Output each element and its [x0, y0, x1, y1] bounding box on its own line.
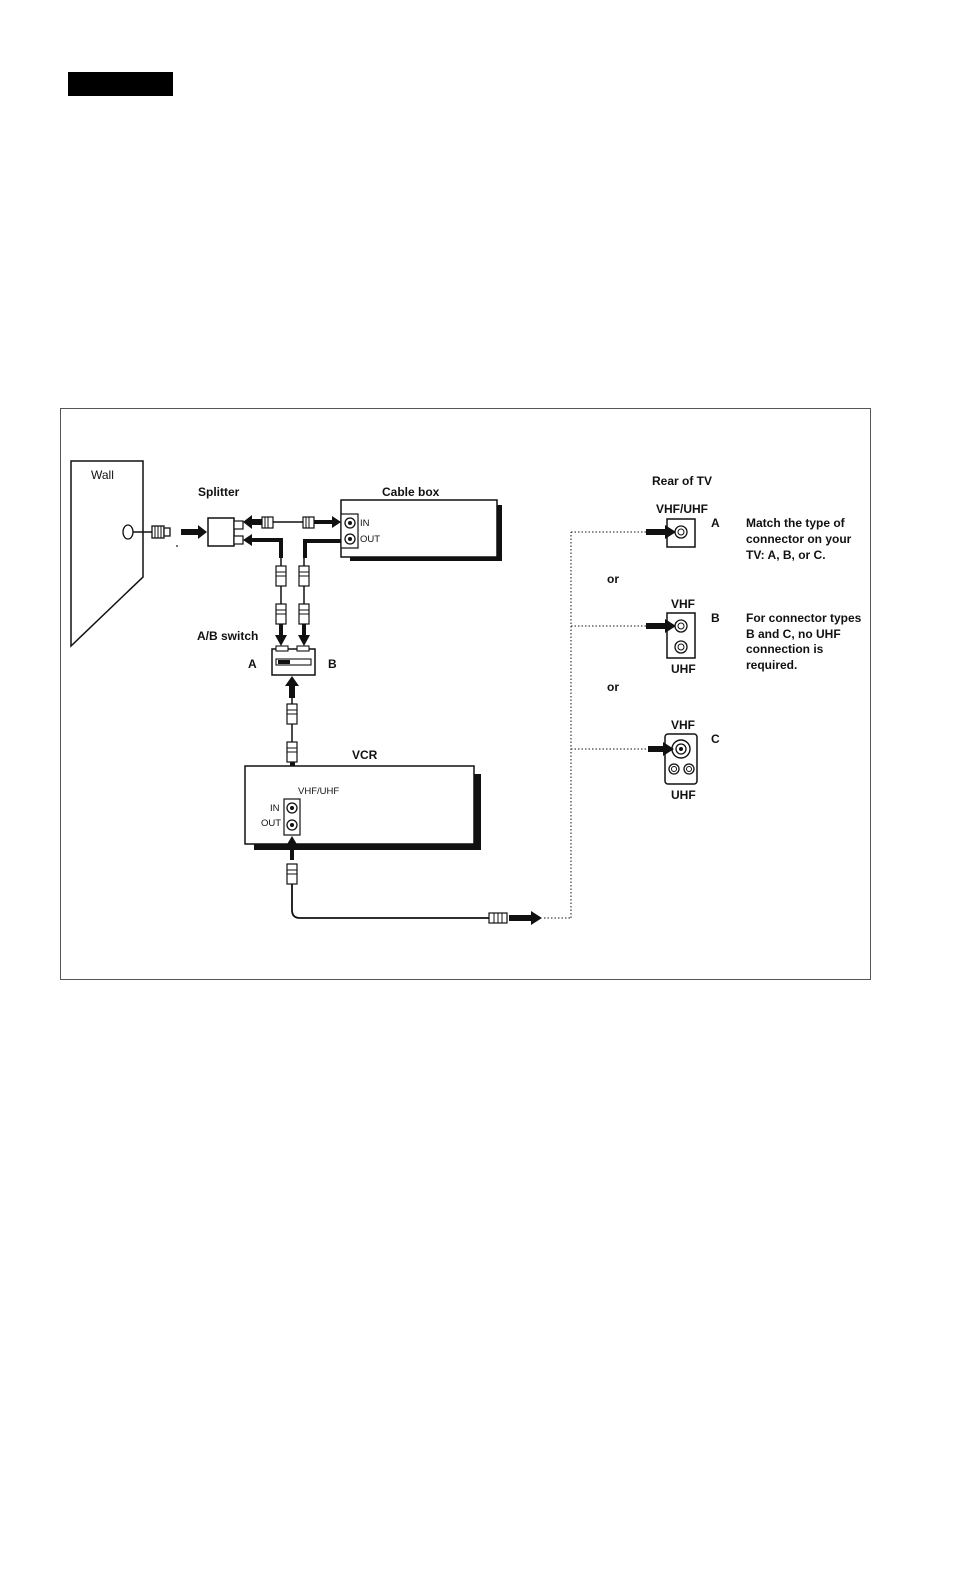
cable-box: Cable box IN OUT — [341, 485, 502, 561]
note-connector-types: For connector types B and C, no UHF conn… — [746, 611, 862, 672]
arrow-splitter-to-switch-a — [243, 534, 283, 558]
arrow-to-splitter — [181, 525, 207, 539]
arrow-into-splitter-top — [243, 515, 262, 529]
vcr-out-label: OUT — [261, 818, 281, 829]
vcr-in-label: IN — [270, 803, 280, 814]
note-match-type: Match the type of connector on your TV: … — [746, 516, 852, 562]
ab-switch-a-label: A — [248, 657, 257, 671]
vcr-vhfuhf-label: VHF/UHF — [298, 786, 339, 797]
figure-frame — [61, 409, 871, 980]
note-match-line-2: connector on your — [746, 532, 852, 546]
cable-box-in-label: IN — [360, 518, 370, 529]
tv-connector-b: VHF B UHF — [646, 597, 720, 676]
tv-connector-a: VHF/UHF A — [646, 502, 720, 547]
or-label-2: or — [607, 680, 619, 694]
cable-a — [275, 558, 287, 646]
ab-switch: A/B switch A B — [197, 629, 337, 675]
splitter: Splitter — [198, 485, 243, 546]
note-match-line-3: TV: A, B, or C. — [746, 548, 826, 562]
cable-vcr-to-tv — [287, 864, 542, 925]
note-types-line-1: For connector types — [746, 611, 862, 625]
splitter-label: Splitter — [198, 485, 240, 499]
vcr: VCR VHF/UHF IN OUT — [245, 748, 481, 850]
wall: Wall — [71, 461, 143, 646]
note-types-line-2: B and C, no UHF — [746, 627, 841, 641]
tv-c-letter: C — [711, 732, 720, 746]
rear-of-tv-label: Rear of TV — [652, 474, 712, 488]
line-cable-out-to-switch-b — [303, 539, 341, 558]
tv-b-vhf-label: VHF — [671, 597, 695, 611]
note-match-line-1: Match the type of — [746, 516, 846, 530]
tv-b-letter: B — [711, 611, 720, 625]
wall-label: Wall — [91, 468, 114, 482]
dotted-connection-lines — [544, 532, 648, 918]
tv-connector-c: VHF C UHF — [648, 718, 720, 802]
arrow-vcr-to-switch — [285, 676, 299, 698]
ab-switch-b-label: B — [328, 657, 337, 671]
tv-c-vhf-label: VHF — [671, 718, 695, 732]
vcr-label: VCR — [352, 748, 378, 762]
or-label-1: or — [607, 572, 619, 586]
cable-box-label: Cable box — [382, 485, 440, 499]
tv-a-vhfuhf-label: VHF/UHF — [656, 502, 708, 516]
note-types-line-3: connection is — [746, 642, 824, 656]
cable-b — [298, 558, 310, 646]
ab-switch-label: A/B switch — [197, 629, 258, 643]
note-types-line-4: required. — [746, 658, 797, 672]
tv-b-uhf-label: UHF — [671, 662, 696, 676]
tv-c-uhf-label: UHF — [671, 788, 696, 802]
cable-box-out-label: OUT — [360, 534, 380, 545]
tv-a-letter: A — [711, 516, 720, 530]
arrow-to-cable-in — [314, 516, 341, 528]
